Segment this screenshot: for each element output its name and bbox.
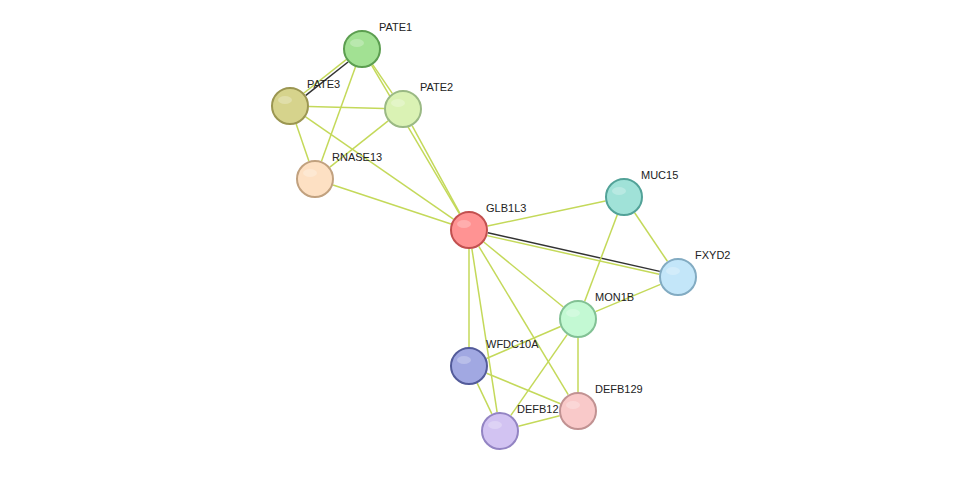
node-gloss: [666, 267, 680, 275]
node-gloss: [612, 187, 626, 195]
edge-line: [577, 338, 579, 392]
interaction-edge: [469, 249, 470, 347]
node-circle: [271, 87, 309, 125]
node-gloss: [457, 220, 471, 228]
node-label: PATE1: [379, 21, 412, 33]
edge-line: [635, 213, 668, 262]
interaction-edge: [578, 338, 579, 392]
node-circle: [384, 90, 422, 128]
edge-line: [487, 373, 561, 404]
node-shape: [451, 212, 487, 248]
node-circle: [559, 300, 597, 338]
protein-node: MUC15: [605, 178, 643, 216]
interaction-edge: [472, 249, 497, 412]
protein-node: WFDC10A: [450, 347, 488, 385]
node-label: GLB1L3: [486, 202, 526, 214]
node-label: PATE2: [420, 81, 453, 93]
node-gloss: [391, 99, 405, 107]
node-label: WFDC10A: [486, 338, 539, 350]
node-shape: [385, 91, 421, 127]
node-gloss: [278, 96, 292, 104]
edge-line: [309, 107, 384, 109]
protein-node: PATE3: [271, 87, 309, 125]
protein-node: PATE2: [384, 90, 422, 128]
interaction-edge: [585, 215, 618, 301]
edge-line: [372, 65, 460, 213]
node-gloss: [457, 356, 471, 364]
protein-node: RNASE13: [296, 160, 334, 198]
interaction-edge: [518, 416, 559, 427]
node-label: MUC15: [641, 169, 678, 181]
interaction-edge: [487, 233, 660, 275]
node-label: DEFB12: [517, 403, 559, 415]
node-label: MON1B: [595, 291, 634, 303]
edge-line: [333, 185, 451, 224]
node-circle: [343, 30, 381, 68]
node-shape: [297, 161, 333, 197]
node-shape: [560, 393, 596, 429]
interaction-edge: [477, 383, 492, 414]
interaction-edge: [304, 60, 348, 96]
node-shape: [344, 31, 380, 67]
interaction-edge: [333, 185, 451, 224]
interaction-edge: [412, 126, 460, 214]
node-gloss: [350, 39, 364, 47]
node-circle: [559, 392, 597, 430]
node-gloss: [303, 169, 317, 177]
edge-line: [486, 327, 560, 359]
interaction-edge: [373, 65, 393, 94]
edge-line: [306, 62, 348, 95]
edge-line: [585, 215, 618, 301]
edge-line: [304, 60, 346, 93]
edge-line: [487, 236, 659, 275]
node-gloss: [566, 401, 580, 409]
protein-node: MON1B: [559, 300, 597, 338]
node-label: FXYD2: [695, 249, 730, 261]
interaction-edge: [296, 124, 309, 161]
node-circle: [481, 412, 519, 450]
node-shape: [606, 179, 642, 215]
edge-line: [373, 65, 393, 94]
edge-line: [468, 249, 470, 347]
edge-line: [472, 249, 497, 412]
node-label: RNASE13: [332, 151, 382, 163]
protein-node: PATE1: [343, 30, 381, 68]
node-shape: [482, 413, 518, 449]
edge-line: [596, 284, 661, 311]
edge-line: [412, 126, 460, 214]
node-shape: [660, 259, 696, 295]
edge-line: [296, 124, 309, 161]
edge-line: [479, 246, 568, 394]
protein-node: GLB1L3: [450, 211, 488, 249]
edge-line: [477, 383, 492, 414]
interaction-edge: [330, 121, 388, 167]
edge-line: [518, 416, 559, 427]
protein-node: FXYD2: [659, 258, 697, 296]
node-shape: [272, 88, 308, 124]
node-circle: [659, 258, 697, 296]
interaction-edge: [479, 246, 568, 394]
node-gloss: [566, 309, 580, 317]
edge-line: [330, 121, 388, 167]
node-label: DEFB129: [595, 383, 643, 395]
protein-node: DEFB129: [559, 392, 597, 430]
interaction-edge: [487, 373, 561, 404]
interaction-edge: [596, 284, 661, 311]
node-label: PATE3: [307, 78, 340, 90]
interaction-edge: [309, 107, 384, 109]
node-circle: [450, 211, 488, 249]
node-circle: [450, 347, 488, 385]
node-shape: [560, 301, 596, 337]
interaction-edge: [372, 65, 460, 213]
interaction-edge: [635, 213, 668, 262]
node-gloss: [488, 421, 502, 429]
interaction-edge: [486, 327, 560, 359]
node-circle: [296, 160, 334, 198]
node-shape: [451, 348, 487, 384]
protein-node: DEFB12: [481, 412, 519, 450]
node-circle: [605, 178, 643, 216]
